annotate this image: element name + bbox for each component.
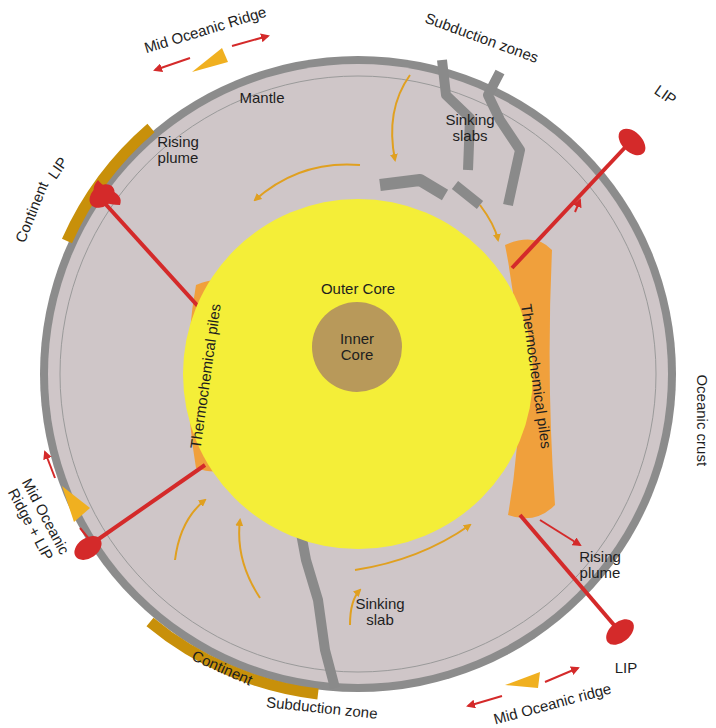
inner-core: Inner Core [312,302,402,392]
region-label: Mid Oceanic ridge [491,680,612,727]
region-label: Continent [12,179,51,245]
region-label: LIP [615,660,638,677]
region-label: Sinking slab [350,596,410,629]
continent [150,622,318,694]
region-label: Rising plume [569,549,631,582]
outer-core: Outer CoreInner Core [183,199,533,549]
mantle [48,64,668,684]
ridge [505,672,540,688]
region-label: LIP [651,82,679,108]
sinking-slab [488,72,520,205]
ridge [62,486,90,522]
continent [67,128,151,241]
oceanic-crust [40,56,676,692]
region-label: Subduction zones [423,10,541,66]
region-label: Sinking slabs [440,112,500,145]
region-label: Mid Oceanic Ridge [142,4,268,57]
sinking-slab [380,180,445,195]
core-label: Outer Core [298,281,418,298]
ridge [192,48,228,72]
lithosphere-line [60,76,656,672]
region-label: LIP [45,154,71,182]
plume [512,140,632,268]
region-label: Subduction zone [266,694,379,722]
sinking-slab [300,528,335,688]
region-label: Rising plume [147,134,209,167]
core-label: Inner Core [325,331,389,364]
sinking-slab [455,185,480,205]
region-label: Oceanic crust [694,374,711,466]
region-label: Mantle [239,90,284,107]
plume [90,465,205,545]
